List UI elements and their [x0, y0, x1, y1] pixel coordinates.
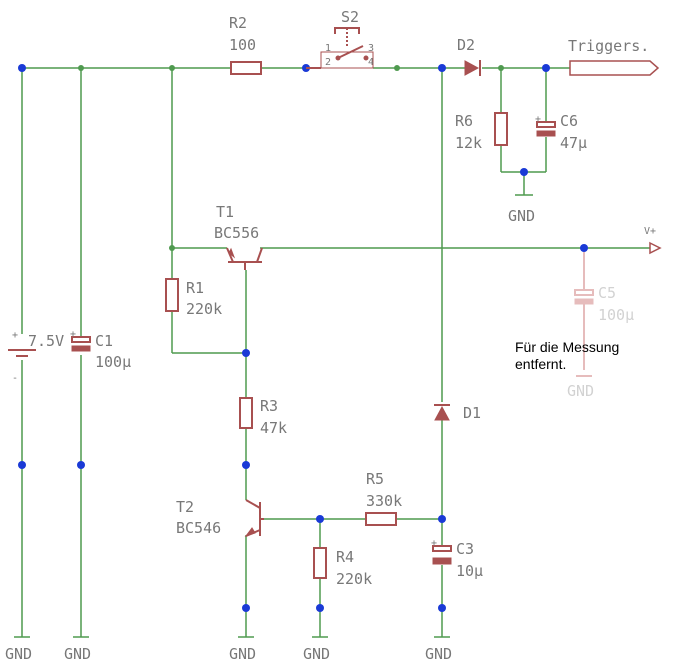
r2-name: R2	[229, 14, 247, 32]
r4-name: R4	[336, 548, 354, 566]
gnd-label: GND	[508, 207, 535, 225]
node-dot	[438, 64, 446, 72]
gnd-label: GND	[303, 645, 330, 663]
t1-name: T1	[216, 203, 234, 221]
battery-value: 7.5V	[28, 332, 64, 350]
node-dot	[438, 515, 446, 523]
c3-value: 10µ	[456, 562, 483, 580]
r3-value: 47k	[260, 419, 287, 437]
diode-d1: D1	[434, 404, 481, 422]
s2-name: S2	[341, 8, 359, 26]
node-dot	[316, 515, 324, 523]
r5-name: R5	[366, 470, 384, 488]
transistor-t2: T2 BC546	[176, 498, 264, 537]
node-dot	[498, 65, 504, 71]
trigger-label: Triggers.	[568, 37, 649, 55]
t2-name: T2	[176, 498, 194, 516]
svg-text:+: +	[535, 114, 541, 125]
t1-type: BC556	[214, 224, 259, 242]
node-dot	[242, 349, 250, 357]
node-dot	[169, 65, 175, 71]
gnd-label: GND	[5, 645, 32, 663]
r1-name: R1	[186, 279, 204, 297]
d2-name: D2	[457, 36, 475, 54]
gnd-label: GND	[229, 645, 256, 663]
node-dot	[316, 604, 324, 612]
battery: + - 7.5V	[8, 330, 64, 384]
r6-name: R6	[455, 112, 473, 130]
resistor-r1: R1 220k	[165, 278, 222, 318]
node-dot	[242, 604, 250, 612]
transistor-t1: T1 BC556	[214, 203, 263, 270]
capacitor-c6: + C6 47µ	[535, 112, 587, 152]
svg-text:+: +	[12, 330, 18, 341]
c6-value: 47µ	[560, 134, 587, 152]
capacitor-c5: C5 100µ GND	[567, 252, 634, 400]
node-dot	[242, 461, 250, 469]
r2-value: 100	[229, 36, 256, 54]
s2-pin1: 1	[325, 43, 331, 54]
node-dot	[394, 65, 400, 71]
resistor-r3: R3 47k	[239, 397, 287, 437]
d1-name: D1	[463, 404, 481, 422]
resistor-r2: R2 100	[229, 14, 262, 75]
node-dot	[520, 168, 528, 176]
r4-value: 220k	[336, 570, 372, 588]
switch-s2: S2 1 2 3 4	[306, 8, 374, 69]
s2-pin2: 2	[325, 57, 331, 68]
resistor-r5: R5 330k	[365, 470, 402, 526]
r3-name: R3	[260, 397, 278, 415]
node-dot	[18, 64, 26, 72]
node-dot	[580, 244, 588, 252]
capacitor-c3: + C3 10µ	[431, 538, 483, 580]
r1-value: 220k	[186, 300, 222, 318]
junctions	[18, 64, 588, 612]
s2-pin4: 4	[368, 57, 374, 68]
c6-name: C6	[560, 112, 578, 130]
c5-name: C5	[598, 284, 616, 302]
svg-text:+: +	[431, 538, 437, 549]
resistor-r4: R4 220k	[313, 547, 372, 588]
diode-d2: D2	[457, 36, 481, 76]
node-dot	[77, 461, 85, 469]
svg-text:-: -	[12, 373, 18, 384]
vplus-label: V+	[644, 226, 656, 237]
node-dot	[18, 461, 26, 469]
node-dot	[78, 65, 84, 71]
node-dot	[438, 604, 446, 612]
note-line-2: entfernt.	[515, 356, 566, 372]
c1-name: C1	[95, 332, 113, 350]
capacitor-c1: + C1 100µ	[70, 329, 131, 371]
r5-value: 330k	[366, 492, 402, 510]
svg-text:+: +	[70, 329, 76, 340]
vplus-output: V+	[644, 226, 662, 255]
t2-type: BC546	[176, 519, 221, 537]
node-dot	[542, 64, 550, 72]
resistor-r6: R6 12k	[455, 112, 508, 152]
gnd-label: GND	[567, 382, 594, 400]
gnd-label: GND	[425, 645, 452, 663]
note-line-1: Für die Messung	[515, 339, 619, 355]
s2-pin3: 3	[368, 43, 374, 54]
c1-value: 100µ	[95, 353, 131, 371]
trigger-output: Triggers.	[568, 37, 660, 76]
r6-value: 12k	[455, 134, 482, 152]
gnd-label: GND	[64, 645, 91, 663]
c3-name: C3	[456, 540, 474, 558]
c5-value: 100µ	[598, 306, 634, 324]
node-dot	[169, 245, 175, 251]
